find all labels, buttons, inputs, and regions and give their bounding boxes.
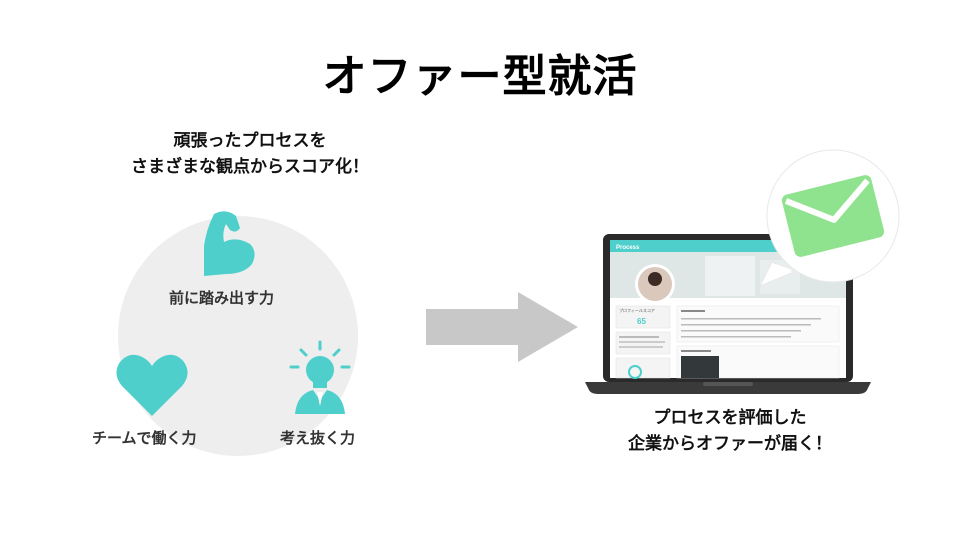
flexed-arm-icon [204,211,255,276]
profile-score-value: 65 [637,317,646,326]
mail-speech-bubble [758,149,900,287]
page-title: オファー型就活 [322,51,638,102]
skill-label-step-forward: 前に踏み出す力 [169,289,275,307]
score-caption: 頑張ったプロセスを さまざまな観点からスコア化！ [80,128,420,180]
heart-icon [116,354,188,416]
offer-caption: プロセスを評価した 企業からオファーが届く！ [600,405,860,457]
offer-caption-line-2: 企業からオファーが届く！ [628,434,832,454]
profile-score-label: プロフィールスコア [619,307,655,313]
app-name-text: Process [616,245,640,251]
offer-caption-line-1: プロセスを評価した [653,408,807,428]
laptop-illustration: Process プロフィールスコア 65 [585,234,871,394]
skill-label-teamwork: チームで働く力 [92,429,197,447]
thinking-person-icon [289,340,351,414]
skill-label-think-through: 考え抜く力 [280,429,356,447]
right-arrow-icon [426,292,578,362]
score-caption-line-1: 頑張ったプロセスを [173,131,327,151]
mail-icon [781,175,885,257]
score-caption-line-2: さまざまな観点からスコア化！ [131,157,369,177]
